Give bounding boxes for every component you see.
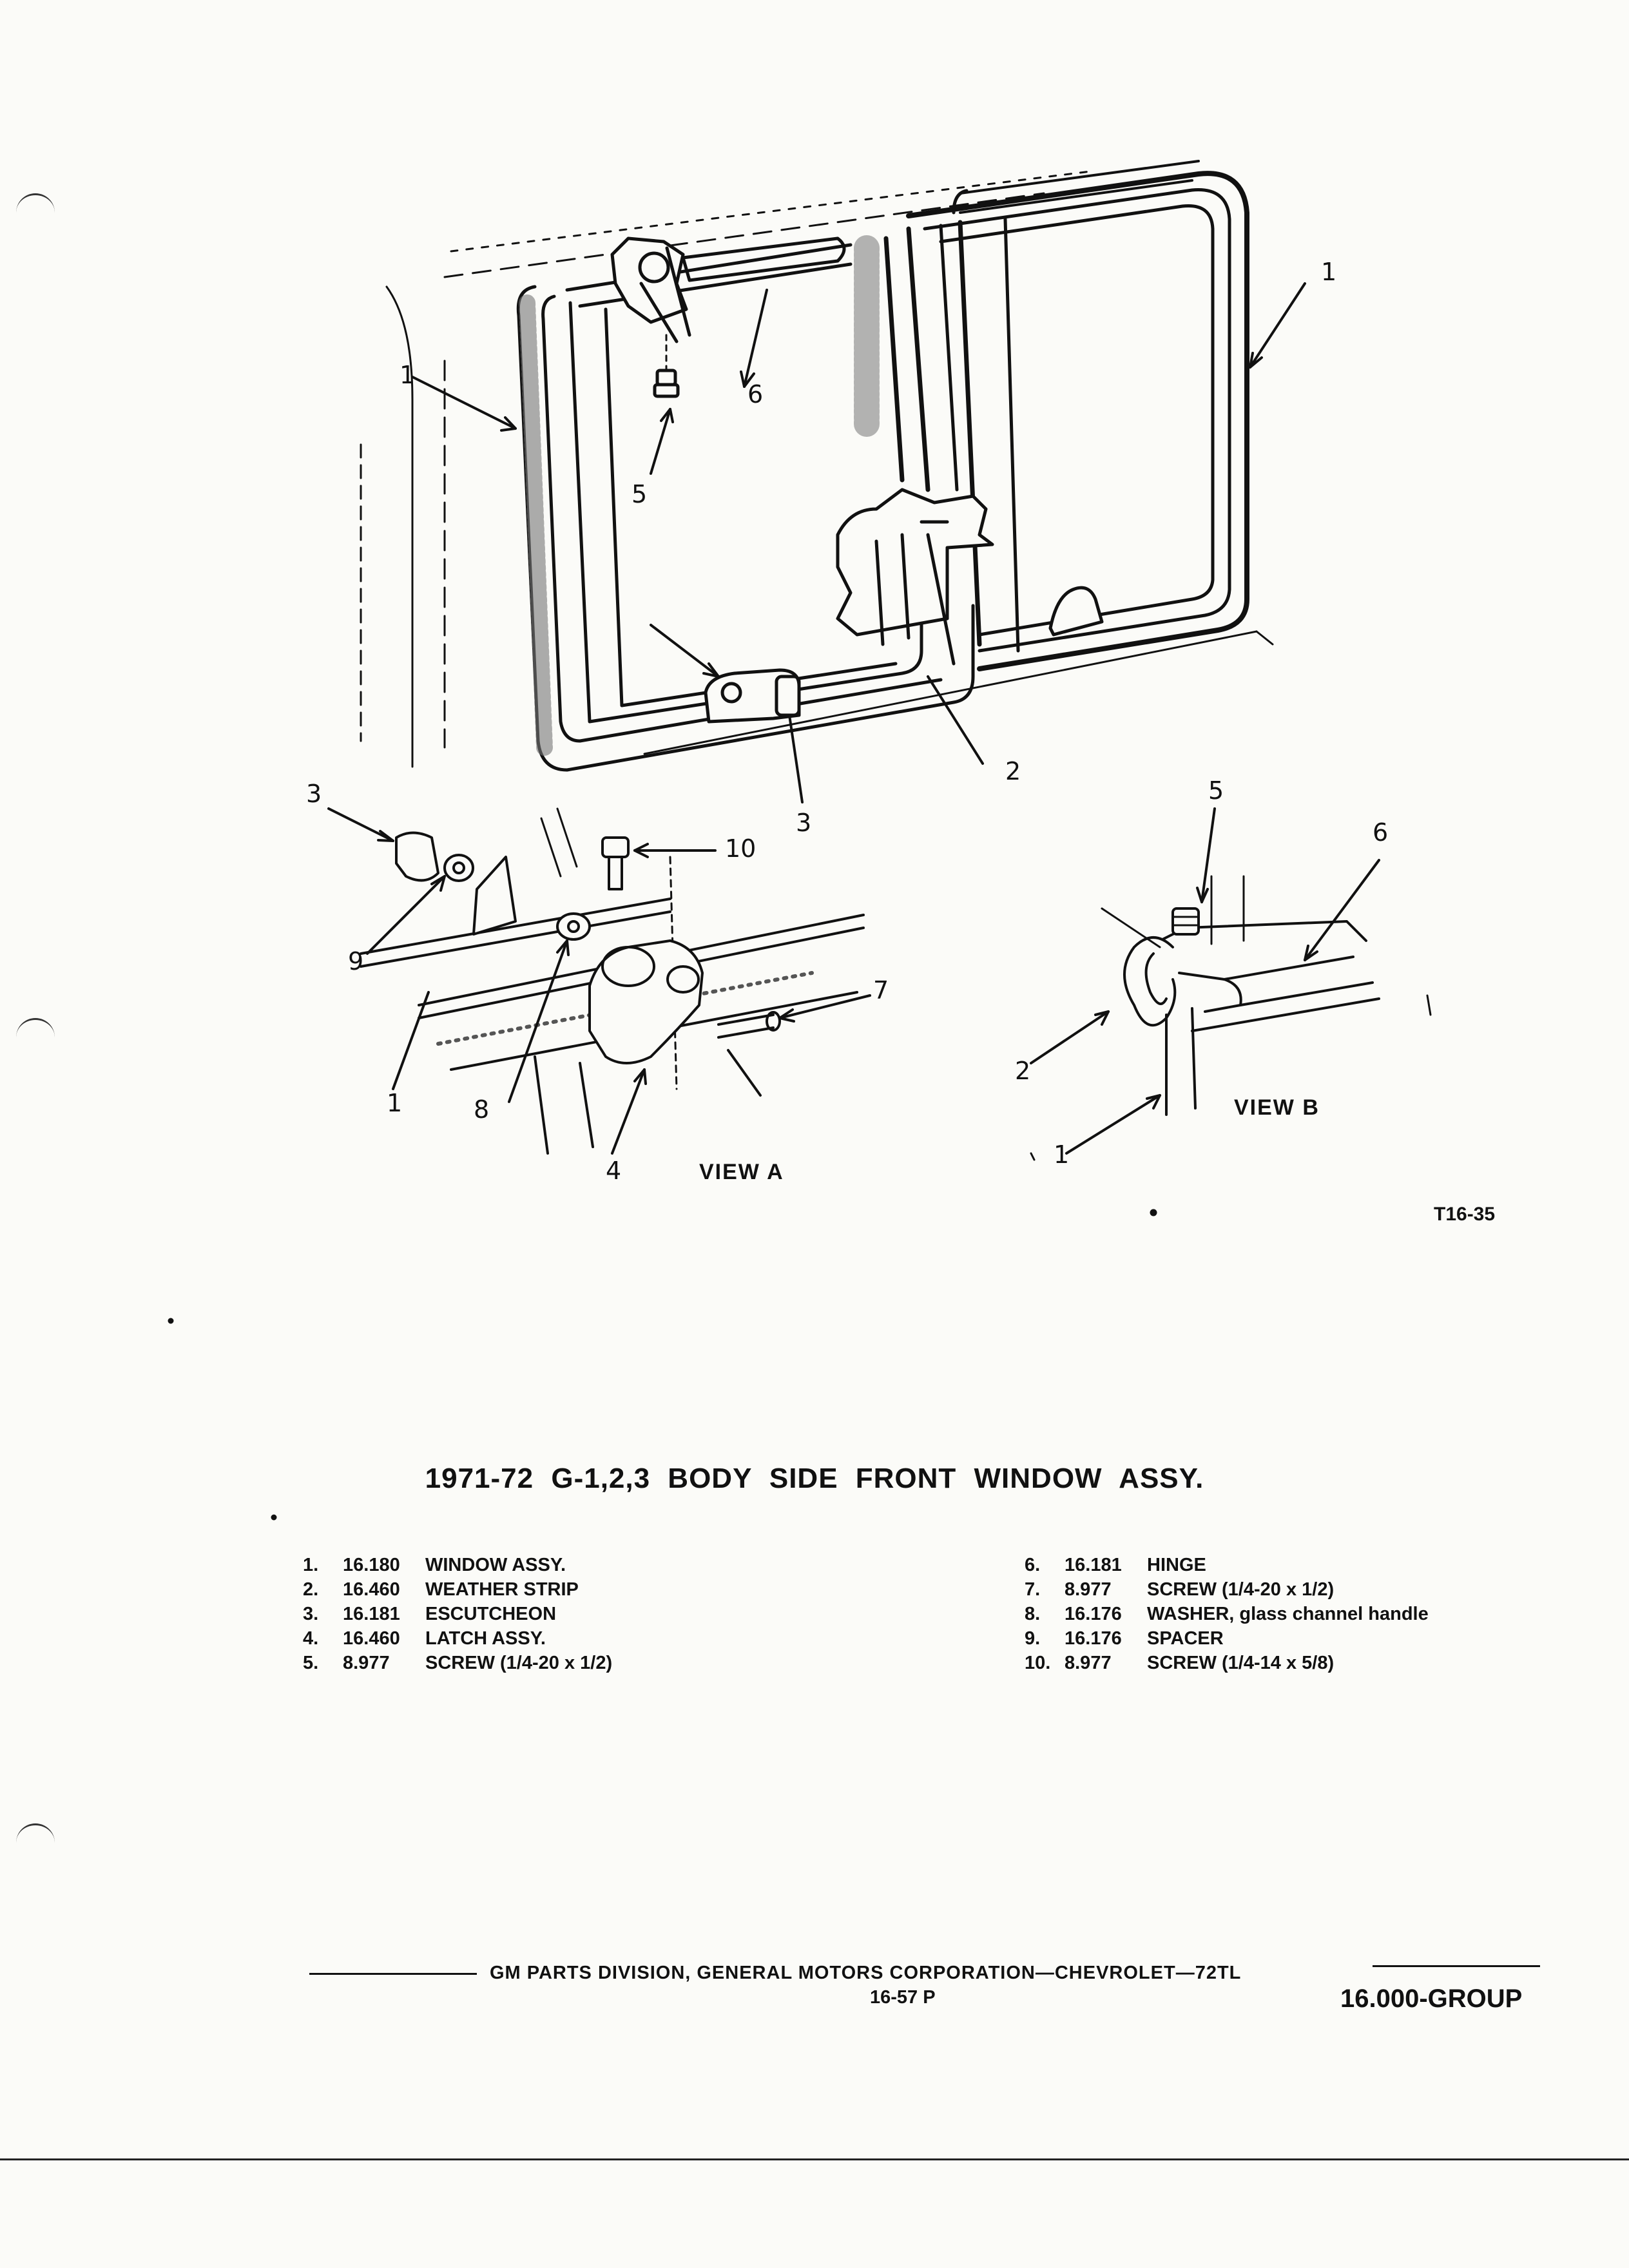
margin-mark — [16, 1018, 55, 1039]
view-a-drawing — [327, 807, 871, 1155]
footer-publisher: GM PARTS DIVISION, GENERAL MOTORS CORPOR… — [490, 1963, 1242, 1983]
margin-mark — [16, 1823, 55, 1845]
leader-lines-top — [411, 282, 1306, 803]
callout-7: 7 — [873, 976, 889, 1004]
hinge-cutaway — [610, 236, 691, 343]
callout-6: 6 — [1373, 818, 1389, 847]
callout-2: 2 — [1005, 757, 1021, 785]
footer-page-number: 16-57 P — [870, 1987, 936, 2008]
latch-cutaway — [836, 488, 994, 666]
callout-1: 1 — [387, 1089, 403, 1117]
callout-2: 2 — [1015, 1057, 1031, 1085]
sliding-glass-channel — [568, 217, 1020, 724]
hinge-rail — [681, 160, 1200, 282]
screw-top — [653, 334, 680, 398]
footer-rule-left — [309, 1973, 477, 1975]
view-b-drawing — [1030, 807, 1380, 1161]
callout-1: 1 — [1321, 258, 1337, 286]
body-panel-outline — [360, 169, 1274, 768]
callout-1: 1 — [400, 361, 416, 389]
callout-5: 5 — [631, 480, 648, 508]
callout-3: 3 — [796, 809, 812, 837]
view-a-label: VIEW A — [699, 1160, 784, 1184]
callout-6: 6 — [747, 380, 764, 408]
callout-4: 4 — [606, 1157, 622, 1185]
scan-marks — [168, 994, 1432, 1521]
callout-5: 5 — [1208, 776, 1224, 805]
footer-rule-right — [1373, 1965, 1540, 1967]
page-bottom-rule — [0, 2158, 1629, 2160]
window-bumper — [1048, 586, 1104, 637]
callout-9: 9 — [348, 947, 364, 975]
view-b-label: VIEW B — [1234, 1095, 1320, 1120]
callout-1: 1 — [1054, 1140, 1070, 1169]
margin-mark — [16, 193, 55, 215]
callout-3: 3 — [306, 780, 322, 808]
figure-code: T16-35 — [1434, 1204, 1496, 1225]
bottom-latch — [704, 668, 801, 724]
footer-group: 16.000-GROUP — [1340, 1984, 1523, 2013]
page-title: 1971-72 G-1,2,3 BODY SIDE FRONT WINDOW A… — [425, 1463, 1204, 1494]
callout-8: 8 — [474, 1095, 490, 1124]
callout-10: 10 — [725, 834, 757, 863]
